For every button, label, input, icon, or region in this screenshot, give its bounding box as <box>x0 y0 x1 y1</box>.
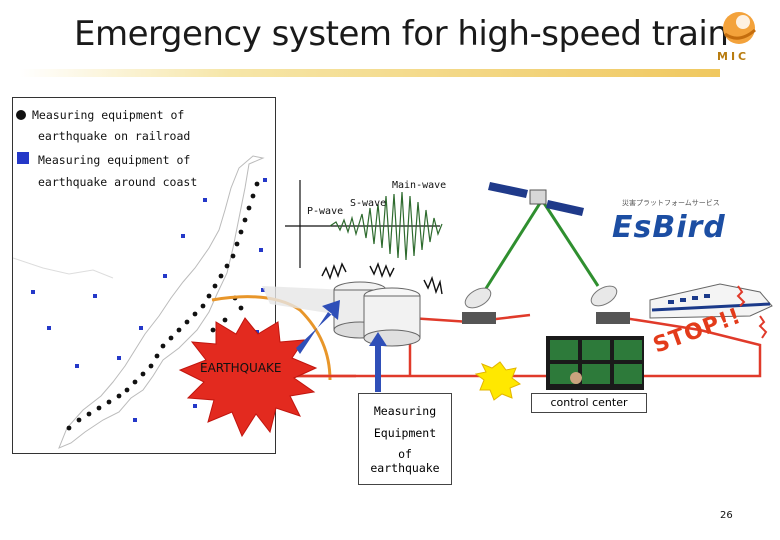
legend-railroad-line1: Measuring equipment of <box>32 108 185 122</box>
main-wave-label: Main-wave <box>392 180 447 191</box>
alert-burst-icon <box>474 361 522 401</box>
railroad-legend-marker-icon <box>16 110 26 120</box>
earthquake-burst-icon <box>178 317 318 438</box>
legend-railroad-line2: earthquake on railroad <box>38 129 191 143</box>
measuring-line4: earthquake <box>370 460 440 475</box>
esbird-subtitle: 災害プラットフォームサービス <box>622 199 720 207</box>
control-center-monitors-icon <box>546 336 644 390</box>
data-flow-arrows-icon <box>296 300 387 392</box>
coast-legend-marker-icon <box>17 152 29 164</box>
mic-logo: MIC <box>715 8 763 68</box>
satellite-links <box>483 199 600 291</box>
measuring-equipment-box: Measuring Equipment of earthquake <box>358 393 452 485</box>
measuring-line3: of <box>398 447 412 461</box>
sensor-cylinders-icon <box>333 281 421 347</box>
train-alert-zigzags <box>736 285 768 339</box>
control-center-label: control center <box>531 393 647 413</box>
page-title: Emergency system for high-speed train <box>74 14 729 54</box>
logo-emblem-icon <box>723 12 756 44</box>
satellite-icon <box>488 182 584 216</box>
railroad-sensor-dots <box>66 181 260 431</box>
p-wave-label: P-wave <box>307 206 344 217</box>
japan-map <box>12 155 267 449</box>
dish-antenna-icons <box>462 285 630 324</box>
logo-text: MIC <box>717 50 750 63</box>
title-underline <box>20 69 720 77</box>
esbird-wordmark: EsBird <box>612 210 726 245</box>
vibration-icons <box>321 261 443 295</box>
esbird-logo: 災害プラットフォームサービス EsBird <box>612 199 752 260</box>
earthquake-label: EARTHQUAKE <box>200 361 282 375</box>
measuring-line1: Measuring <box>373 404 437 418</box>
s-wave-label: S-wave <box>350 198 387 209</box>
page-number: 26 <box>720 510 733 521</box>
seismic-waveform <box>329 191 443 261</box>
seismogram-axes <box>285 180 440 268</box>
seismic-arc <box>211 295 332 381</box>
legend-coast-line1: Measuring equipment of <box>38 153 191 167</box>
measuring-line2: Equipment <box>373 425 437 440</box>
legend-coast-line2: earthquake around coast <box>38 175 198 189</box>
